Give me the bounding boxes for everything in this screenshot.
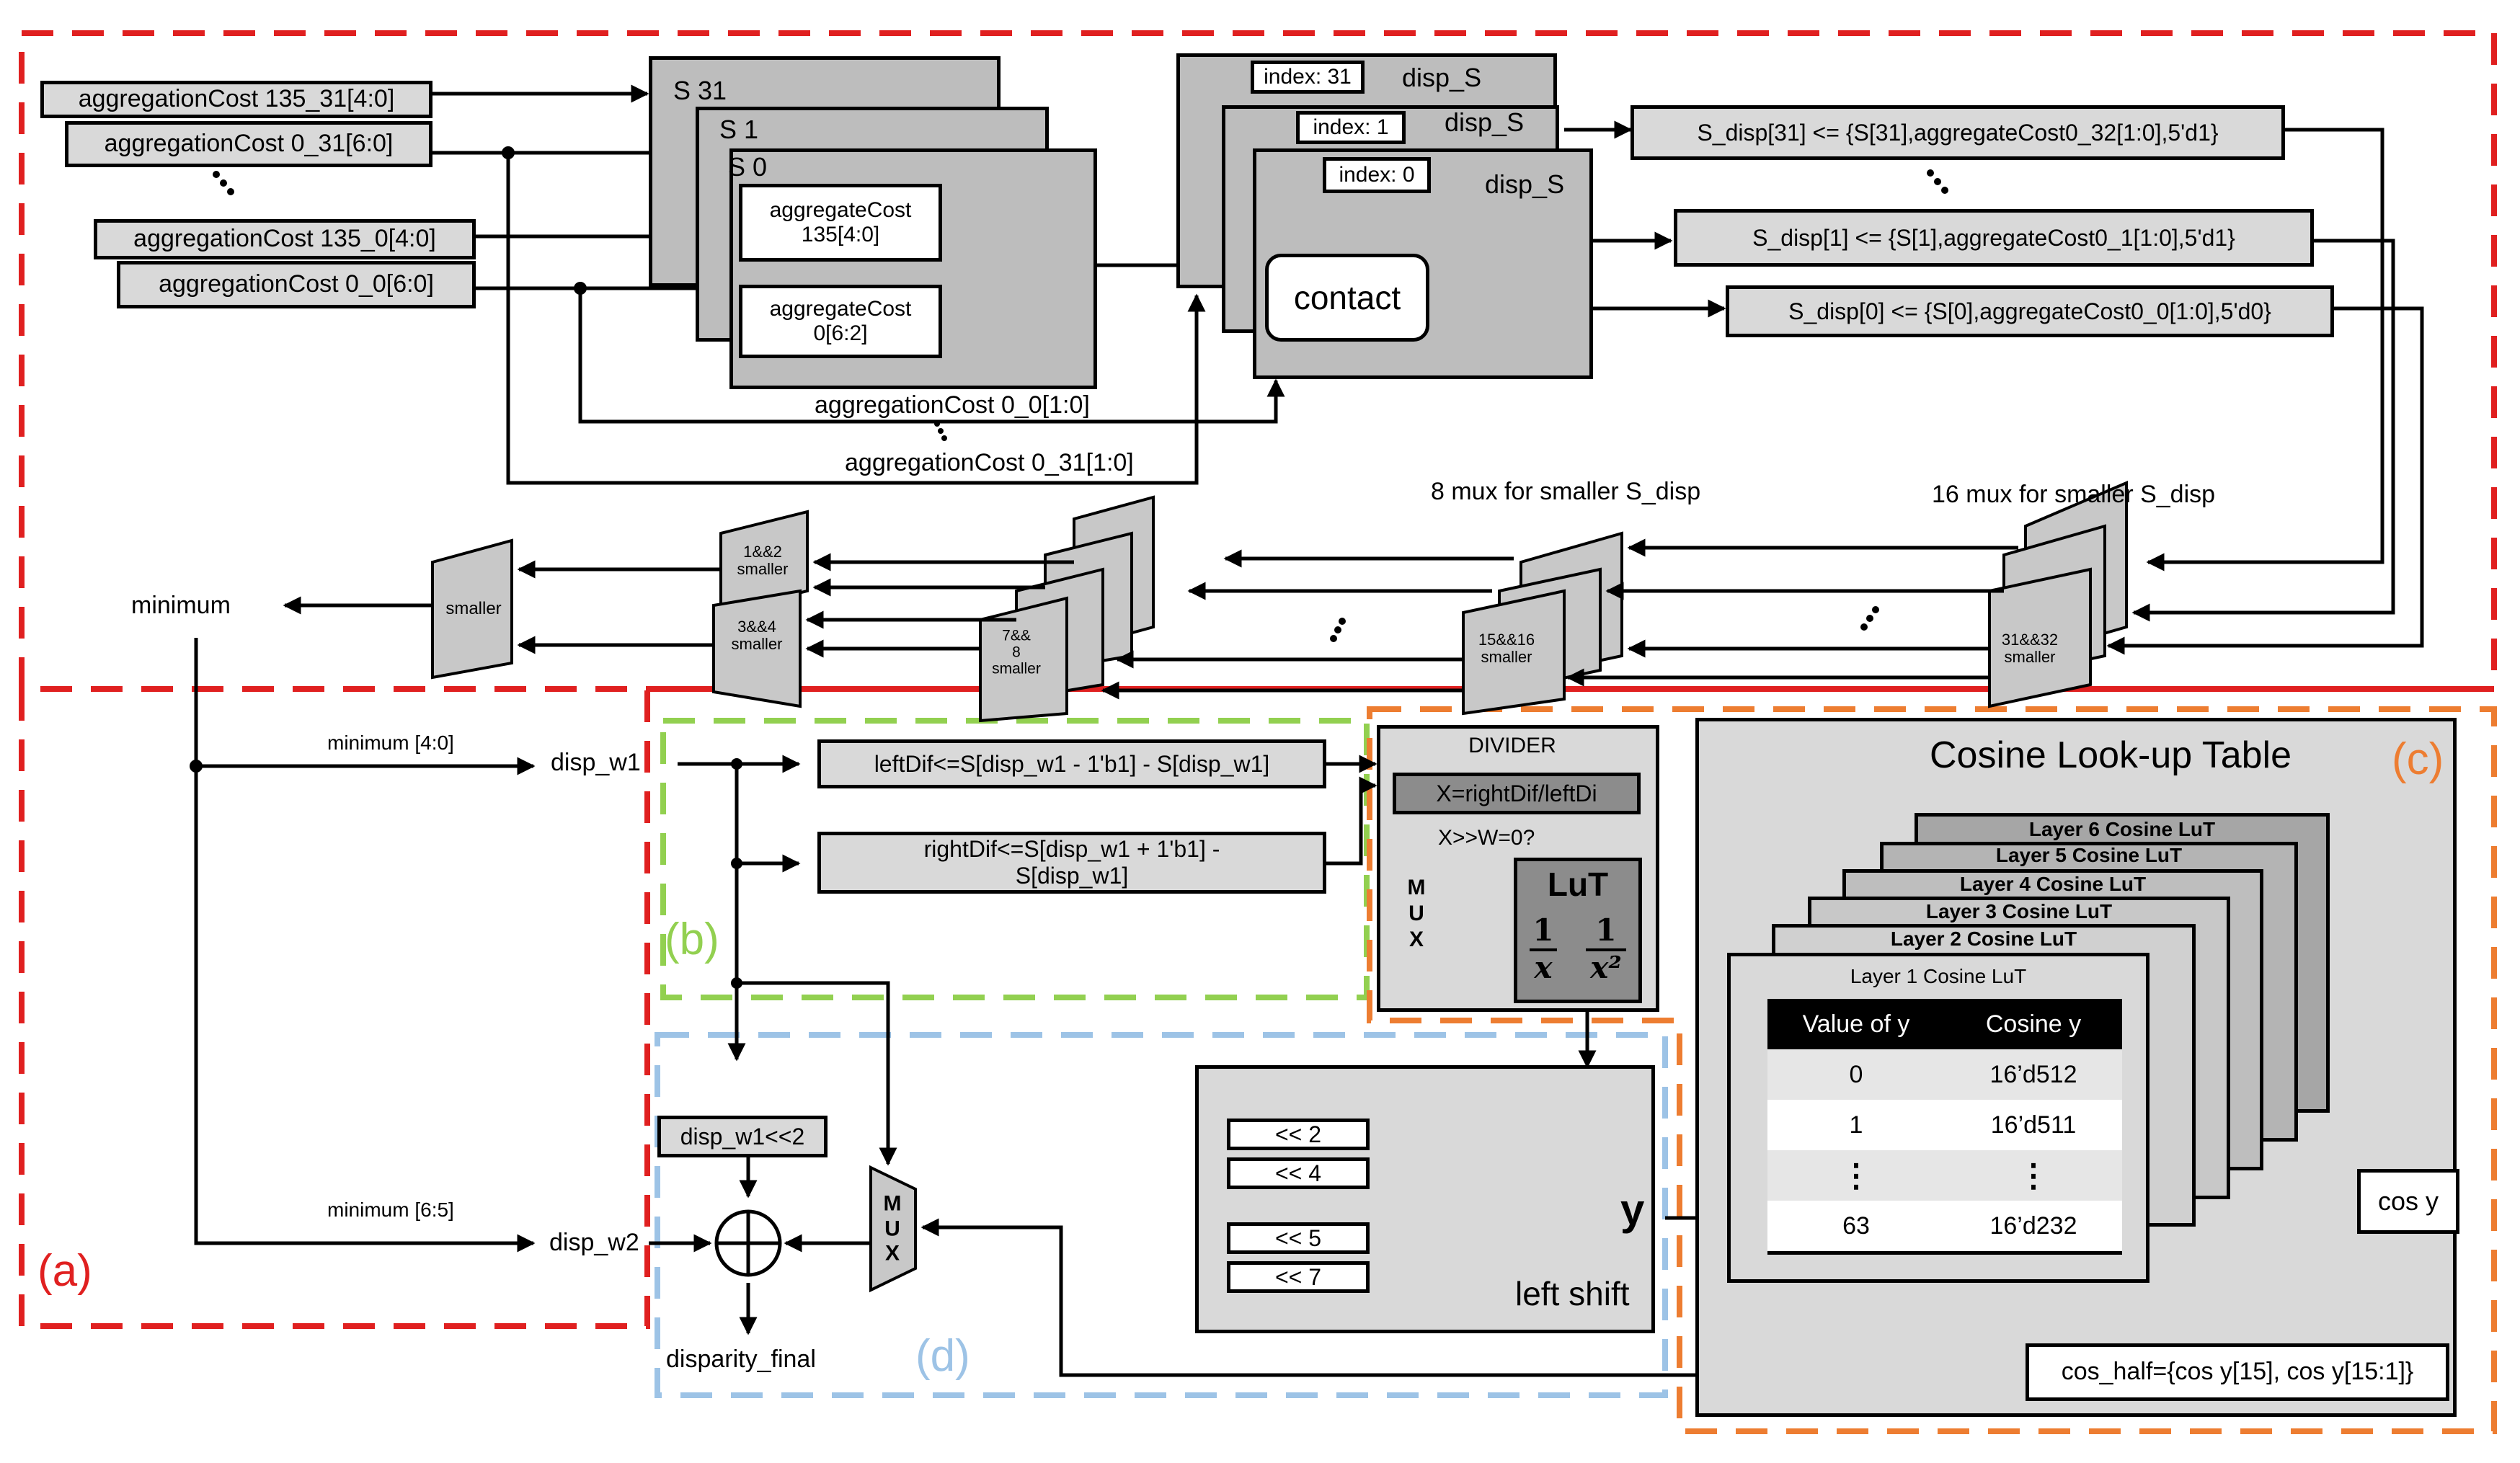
label-agg-0-0-low: aggregationCost 0_0[1:0] — [815, 391, 1090, 419]
lut-row-3: 63 16’d232 — [1767, 1201, 2122, 1255]
input-agg-135-0: aggregationCost 135_0[4:0] — [94, 219, 476, 259]
mux-shape-final — [431, 538, 513, 680]
input-agg-135-31: aggregationCost 135_31[4:0] — [40, 81, 432, 118]
mux-shape-1-2 — [719, 510, 809, 615]
disp-w2-label: disp_w2 — [549, 1229, 639, 1256]
frac-one-over-x-squared: 1 x² — [1586, 915, 1626, 983]
mux-3-4-label: 3&&4 smaller — [731, 617, 783, 653]
shift-4-box: << 4 — [1227, 1157, 1370, 1189]
divider-expr-box: X=rightDif/leftDi — [1393, 773, 1641, 814]
divider-lut-label: LuT — [1547, 866, 1609, 903]
tag-c: (c) — [2392, 734, 2444, 784]
disp-w1-label: disp_w1 — [551, 749, 641, 776]
mux-7-8-label: 7&& 8 smaller — [992, 627, 1041, 677]
index-1-box: index: 1 — [1296, 111, 1406, 144]
divider-title: DIVIDER — [1468, 734, 1556, 757]
rightdif-line-1: rightDif<=S[disp_w1 + 1'b1] - — [923, 836, 1220, 863]
tag-d: (d) — [915, 1331, 970, 1381]
region-b-frame — [660, 718, 1370, 1000]
divider-lut-box: LuT — [1514, 858, 1642, 1003]
label-min-4-0: minimum [4:0] — [327, 732, 454, 754]
lut-row-1: 1 16’d511 — [1767, 1100, 2122, 1150]
contact-box: contact — [1265, 254, 1429, 342]
mux-shape-3-4 — [712, 589, 802, 708]
disparity-final-label: disparity_final — [666, 1346, 816, 1373]
label-min-6-5: minimum [6:5] — [327, 1199, 454, 1221]
disp-s-31-title: disp_S — [1402, 63, 1482, 92]
shift-y-label: y — [1620, 1186, 1645, 1234]
mux-shape-15-16 — [1462, 589, 1566, 716]
s0-label: S 0 — [728, 152, 768, 182]
input-agg-0-0: aggregationCost 0_0[6:0] — [117, 261, 476, 308]
label-8-mux: 8 mux for smaller S_disp — [1431, 478, 1701, 505]
cosine-lut-title: Cosine Look-up Table — [1929, 734, 2292, 776]
disp-s-0-title: disp_S — [1485, 169, 1565, 199]
input-agg-0-31: aggregationCost 0_31[6:0] — [65, 121, 432, 167]
tag-a: (a) — [37, 1246, 92, 1296]
label-16-mux: 16 mux for smaller S_disp — [1932, 481, 2216, 508]
lut-col-cos: Cosine y — [1985, 1010, 2082, 1038]
mux-15-16-label: 15&&16 smaller — [1478, 630, 1535, 666]
s31-label: S 31 — [673, 76, 727, 105]
output-sdisp0: S_disp[0] <= {S[0],aggregateCost0_0[1:0]… — [1726, 285, 2334, 337]
part-d-mux-label: M U X — [883, 1191, 902, 1266]
label-agg-0-31-low: aggregationCost 0_31[1:0] — [845, 449, 1134, 476]
rightdif-line-2: S[disp_w1] — [1015, 863, 1129, 889]
s1-label: S 1 — [719, 115, 759, 144]
tag-b: (b) — [665, 915, 719, 964]
mux-31-32-label: 31&&32 smaller — [2001, 630, 2059, 666]
left-shift-title: left shift — [1515, 1275, 1630, 1312]
divider-condition: X>>W=0? — [1438, 826, 1535, 850]
mux-final-label: smaller — [445, 598, 502, 618]
output-sdisp1: S_disp[1] <= {S[1],aggregateCost0_1[1:0]… — [1674, 209, 2314, 267]
frac-one-over-x: 1 x — [1530, 915, 1557, 983]
region-c-frame — [1367, 706, 2497, 1434]
shift-2-box: << 2 — [1227, 1119, 1370, 1150]
mux-shape-31-32 — [1988, 567, 2092, 708]
index-31-box: index: 31 — [1251, 61, 1365, 94]
cos-half-box: cos_half={cos y[15], cos y[15:1]} — [2026, 1343, 2449, 1401]
disp-w1-shift-box: disp_w1<<2 — [657, 1116, 828, 1157]
minimum-label: minimum — [131, 592, 231, 619]
rightdif-box: rightDif<=S[disp_w1 + 1'b1] - S[disp_w1] — [817, 832, 1326, 894]
output-sdisp31: S_disp[31] <= {S[31],aggregateCost0_32[1… — [1631, 105, 2285, 160]
disp-s-1-title: disp_S — [1445, 107, 1525, 137]
aggregate-cost-135-box: aggregateCost 135[4:0] — [739, 184, 942, 262]
cos-y-box: cos y — [2357, 1169, 2459, 1234]
region-a-lower-frame — [19, 686, 2494, 1329]
mux-1-2-label: 1&&2 smaller — [737, 542, 789, 578]
aggregate-cost-0-box: aggregateCost 0[6:2] — [739, 285, 942, 358]
lut-row-2: ⋮ ⋮ — [1767, 1150, 2122, 1201]
adder-disparity — [714, 1209, 782, 1277]
shift-7-box: << 7 — [1227, 1261, 1370, 1293]
mux-shape-d — [869, 1165, 917, 1293]
shift-5-box: << 5 — [1227, 1222, 1370, 1254]
lut-col-y: Value of y — [1802, 1010, 1910, 1038]
index-0-box: index: 0 — [1323, 157, 1431, 193]
leftdif-box: leftDif<=S[disp_w1 - 1'b1] - S[disp_w1] — [817, 739, 1326, 788]
divider-mux-label: M U X — [1407, 876, 1426, 951]
mux-shape-7-8 — [979, 596, 1068, 723]
lut-header-row: Value of y Cosine y — [1767, 999, 2122, 1049]
region-d-frame — [655, 1032, 1668, 1398]
lut-row-0: 0 16’d512 — [1767, 1049, 2122, 1100]
